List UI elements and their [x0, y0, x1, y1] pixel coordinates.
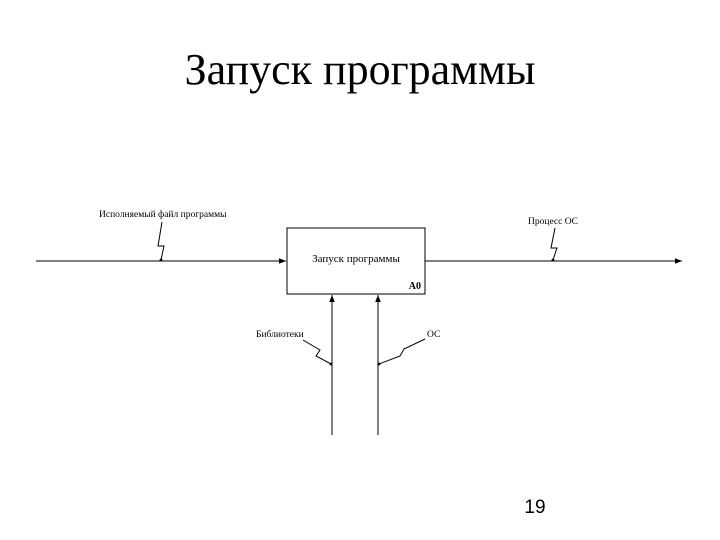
output-squiggle — [550, 227, 558, 261]
mechanism-squiggle-os — [378, 338, 426, 365]
output-label: Процесс ОС — [528, 217, 578, 227]
slide-title: Запуск программы — [184, 45, 536, 94]
mechanism-label-os: ОС — [427, 330, 440, 340]
activity-box — [286, 227, 426, 295]
input-squiggle — [157, 221, 165, 261]
input-label: Исполняемый файл программы — [99, 209, 227, 220]
slide-number: 19 — [524, 497, 546, 518]
output-arrow — [425, 227, 682, 264]
activity-node-number: A0 — [409, 281, 421, 292]
mechanism-label-libraries: Библиотеки — [256, 329, 304, 340]
input-arrow — [36, 221, 286, 264]
activity-name: Запуск программы — [312, 253, 400, 265]
mechanism-squiggle-libraries — [302, 339, 332, 365]
mechanism-arrow-os — [375, 295, 426, 435]
mechanism-arrow-libraries — [302, 295, 335, 435]
